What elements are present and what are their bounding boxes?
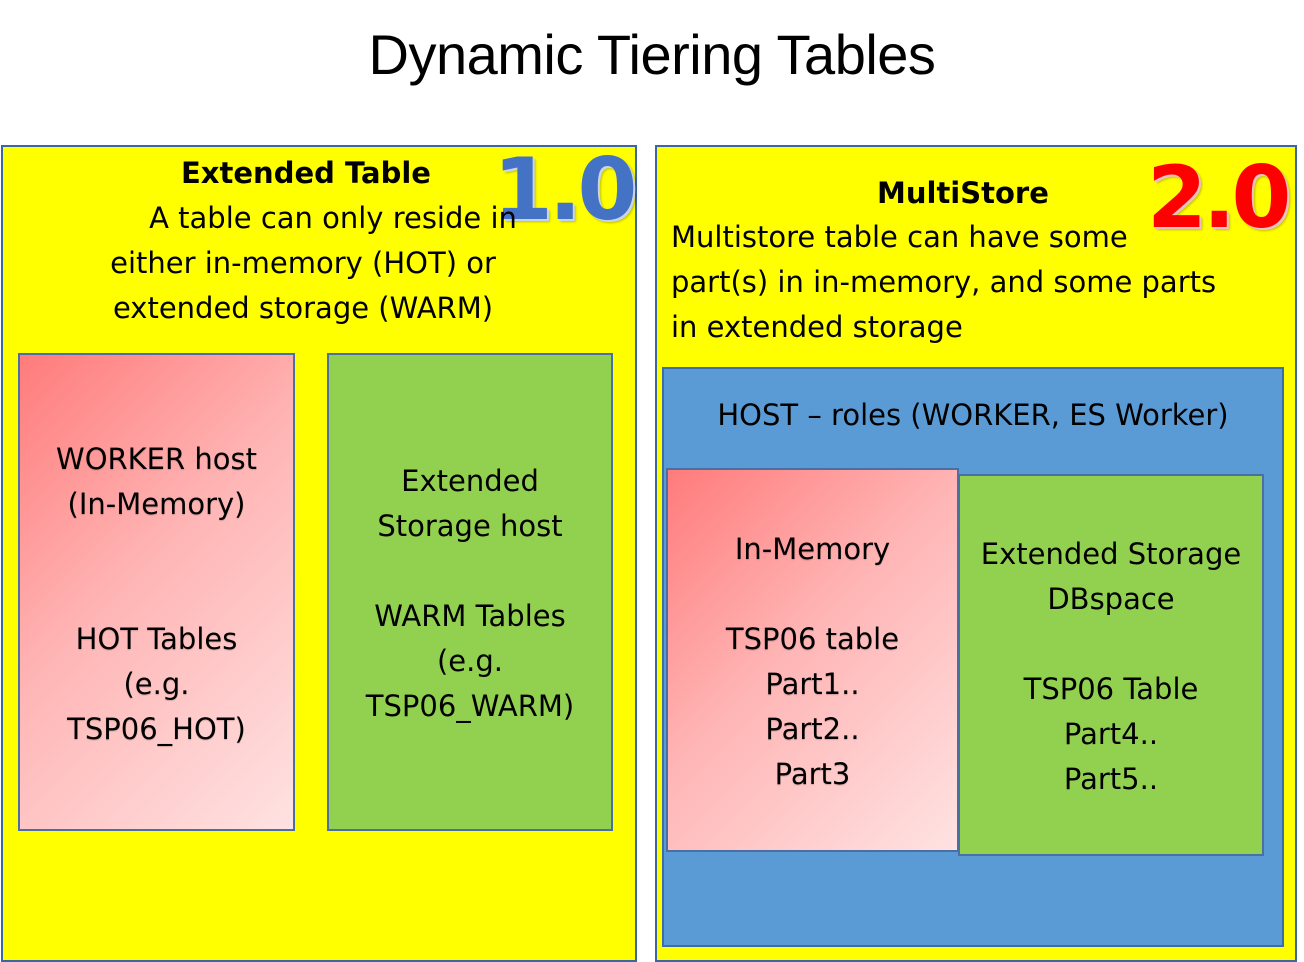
box-line: DBspace [1047,582,1175,616]
box-spacer [668,572,957,617]
box-line: (e.g. [436,644,503,678]
box-line: WORKER host [56,442,257,476]
host-roles-label: HOST – roles (WORKER, ES Worker) [717,398,1229,432]
box-line: Part4.. [1063,717,1159,751]
desc-line: A table can only reside in [149,201,517,235]
extended-table-heading: Extended Table [181,156,431,190]
box-line: Part2.. [765,712,860,746]
box-line: TSP06 table [725,622,900,656]
extended-storage-dbspace-box: Extended Storage DBspace TSP06 Table Par… [958,474,1264,856]
box-line: TSP06 Table [1023,672,1199,706]
box-line: Extended Storage [980,537,1242,571]
box-line: In-Memory [734,532,891,566]
box-line: WARM Tables [374,599,566,633]
extended-storage-host-box: Extended Storage host WARM Tables (e.g. … [327,353,613,831]
extended-table-panel: Extended Table 1.0 A table can only resi… [1,145,637,962]
box-line: Extended [401,464,539,498]
box-line: TSP06_WARM) [365,689,575,723]
box-spacer [329,549,611,594]
box-spacer [20,572,293,617]
worker-host-box: WORKER host (In-Memory) HOT Tables (e.g.… [18,353,295,831]
multistore-description: Multistore table can have some part(s) i… [671,215,1291,350]
version-2-label: 2.0 [1147,148,1291,248]
box-line: Storage host [377,509,563,543]
desc-line: either in-memory (HOT) or [110,246,496,280]
box-spacer [960,622,1262,667]
desc-line: extended storage (WARM) [112,291,494,325]
page-title: Dynamic Tiering Tables [368,23,936,86]
extended-table-description: A table can only reside in either in-mem… [63,196,543,331]
box-line: TSP06_HOT) [67,712,246,746]
box-spacer [20,527,293,572]
box-line: HOT Tables [75,622,238,656]
desc-line: part(s) in in-memory, and some parts [671,265,1217,299]
box-line: Part3 [774,757,851,791]
box-line: Part1.. [765,667,860,701]
box-line: (In-Memory) [67,487,246,521]
desc-line: Multistore table can have some [671,220,1128,254]
version-1-label: 1.0 [493,140,637,240]
multistore-panel: MultiStore 2.0 Multistore table can have… [655,145,1297,962]
box-line: (e.g. [123,667,190,701]
box-line: Part5.. [1063,762,1159,796]
multistore-heading: MultiStore [877,176,1049,210]
desc-line: in extended storage [671,310,963,344]
in-memory-box: In-Memory TSP06 table Part1.. Part2.. Pa… [666,468,959,852]
